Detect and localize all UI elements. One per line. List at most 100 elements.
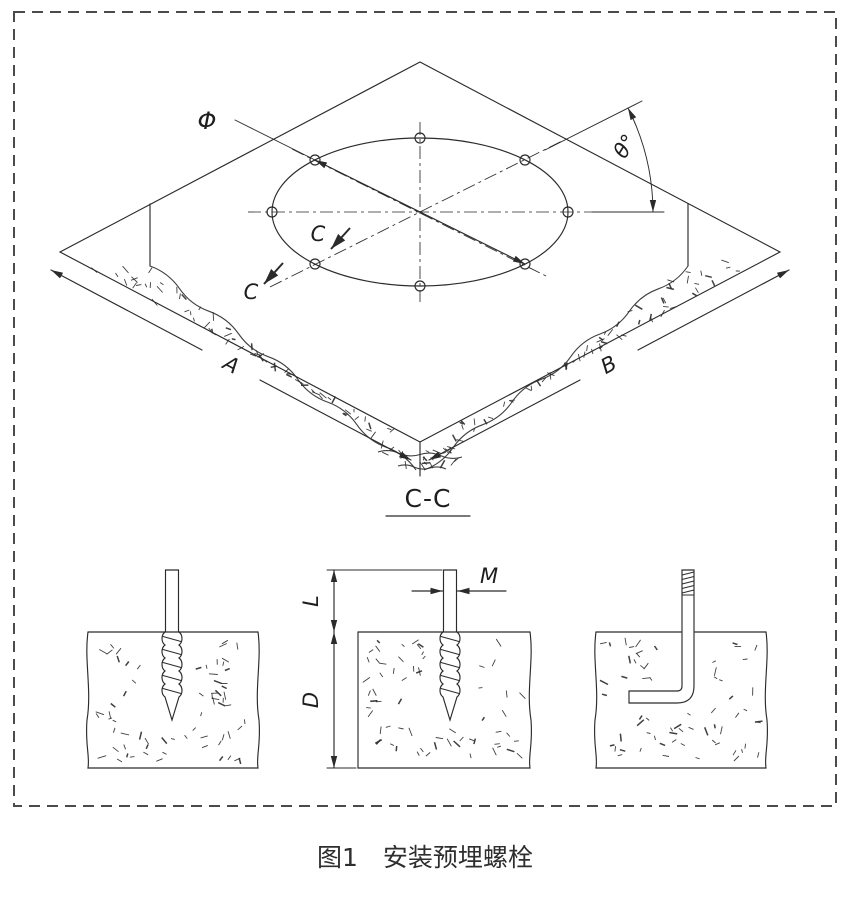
concrete-speckle <box>450 458 457 466</box>
concrete-speckle <box>687 712 691 716</box>
concrete-speckle <box>549 372 552 380</box>
concrete-speckle <box>757 752 760 758</box>
concrete-speckle <box>211 328 214 334</box>
concrete-speckle <box>112 719 117 723</box>
concrete-speckle <box>469 738 475 742</box>
concrete-speckle <box>116 655 121 663</box>
concrete-speckle <box>536 379 542 387</box>
concrete-speckle <box>456 439 465 442</box>
concrete-speckle <box>389 428 395 433</box>
concrete-speckle <box>138 731 143 740</box>
concrete-speckle <box>116 758 123 763</box>
concrete-speckle <box>145 744 149 750</box>
concrete-speckle <box>257 353 265 358</box>
concrete-speckle <box>719 679 723 682</box>
dimension-line-b <box>428 379 581 461</box>
concrete-speckle <box>225 338 230 345</box>
concrete-speckle <box>286 373 294 376</box>
concrete-speckle <box>432 449 441 454</box>
concrete-speckle <box>218 740 222 746</box>
concrete-speckle <box>633 659 637 664</box>
concrete-speckle <box>619 748 626 752</box>
concrete-speckle <box>513 740 519 742</box>
concrete-speckle <box>491 659 496 667</box>
concrete-speckle <box>640 664 645 670</box>
dimension-leader <box>234 119 316 161</box>
concrete-speckle <box>501 709 507 717</box>
concrete-speckle <box>131 276 138 283</box>
concrete-speckle <box>627 309 633 313</box>
concrete-block-outline <box>593 631 769 769</box>
section-arrow <box>263 262 284 285</box>
concrete-speckle <box>526 387 532 392</box>
ribbed-anchor-bolt <box>161 569 183 721</box>
concrete-speckle <box>487 416 494 420</box>
concrete-speckle <box>600 340 608 345</box>
concrete-speckle <box>115 272 119 278</box>
concrete-speckle <box>285 373 293 378</box>
anchor-bolt-hole <box>266 206 278 218</box>
concrete-texture-iso <box>91 259 741 471</box>
concrete-speckle <box>711 279 716 287</box>
concrete-speckle <box>670 727 674 732</box>
concrete-speckle <box>370 431 376 439</box>
concrete-speckle <box>614 746 617 752</box>
concrete-speckle <box>222 661 225 666</box>
concrete-speckle <box>366 656 370 663</box>
concrete-speckle <box>367 690 371 696</box>
concrete-speckle <box>237 725 243 731</box>
concrete-speckle <box>143 751 149 756</box>
concrete-speckle <box>156 285 164 293</box>
concrete-speckle <box>311 391 321 396</box>
concrete-speckle <box>646 732 651 734</box>
embedded-bolt-view-2: L D M <box>299 564 533 769</box>
concrete-speckle <box>385 725 391 728</box>
concrete-speckle <box>453 457 459 463</box>
concrete-speckle <box>344 409 352 415</box>
concrete-speckle <box>720 726 723 735</box>
concrete-speckle <box>225 327 232 331</box>
concrete-speckle <box>213 679 222 685</box>
concrete-speckle <box>382 451 389 456</box>
concrete-speckle <box>131 679 137 684</box>
concrete-speckle <box>200 735 208 739</box>
concrete-speckle <box>714 742 720 746</box>
concrete-speckle <box>136 284 142 286</box>
concrete-speckle <box>451 434 457 442</box>
concrete-speckle <box>530 385 533 391</box>
concrete-speckle <box>616 334 623 341</box>
concrete-speckle <box>459 736 464 742</box>
section-title: C-C <box>405 484 452 513</box>
concrete-speckle <box>609 744 615 747</box>
concrete-speckle <box>227 731 231 739</box>
concrete-speckle <box>547 372 555 377</box>
concrete-speckle <box>110 644 115 649</box>
concrete-speckle <box>132 282 137 289</box>
concrete-speckle <box>217 701 226 707</box>
concrete-speckle <box>151 298 158 306</box>
ribbed-anchor-bolt <box>439 569 461 721</box>
dim-b-label: B <box>597 351 621 379</box>
section-arrow <box>330 227 351 250</box>
concrete-speckle <box>159 282 164 286</box>
concrete-speckle <box>643 662 649 670</box>
concrete-speckle <box>200 712 203 717</box>
bolt-thread-hatch <box>681 571 695 596</box>
concrete-speckle <box>494 743 500 745</box>
concrete-speckle <box>130 277 138 281</box>
concrete-speckle <box>331 396 337 404</box>
dimension-line-b <box>637 269 790 351</box>
concrete-speckle <box>637 319 641 325</box>
concrete-speckle <box>629 646 635 648</box>
anchor-bolt-hole <box>414 132 426 144</box>
concrete-speckle <box>624 637 627 646</box>
anchor-bolt-hole <box>519 258 531 270</box>
concrete-speckle <box>695 287 699 294</box>
concrete-speckle <box>673 723 682 730</box>
concrete-speckle <box>411 639 419 645</box>
concrete-speckle <box>198 692 204 697</box>
concrete-speckle <box>218 756 224 762</box>
concrete-speckle <box>122 265 129 274</box>
concrete-speckle <box>599 679 609 686</box>
